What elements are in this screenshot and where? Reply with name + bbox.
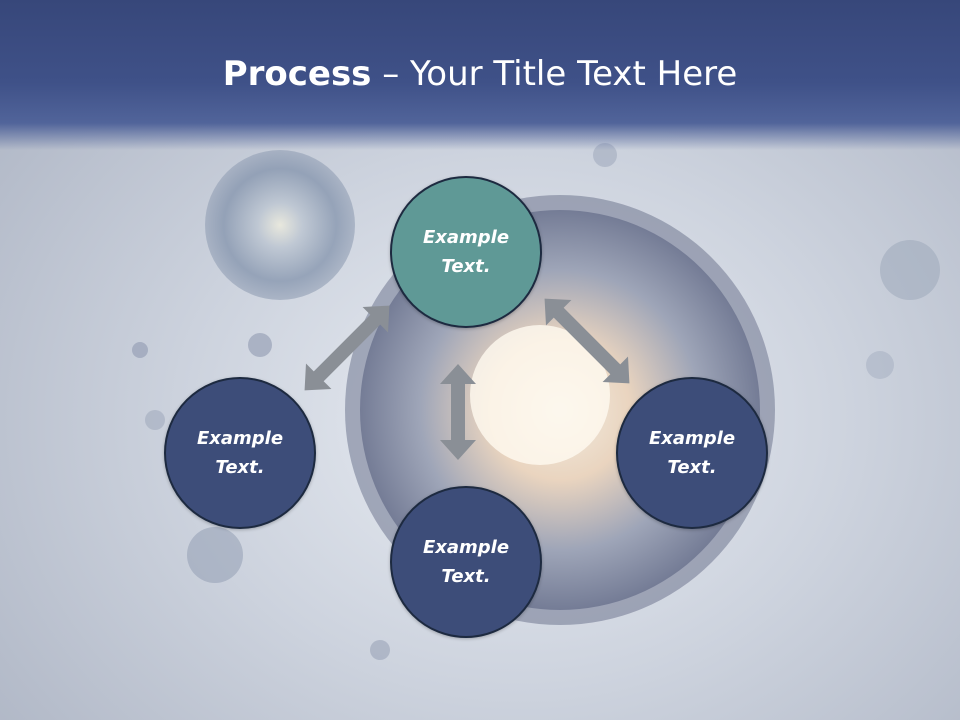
title-bold: Process <box>222 54 372 94</box>
double-arrow-left <box>304 305 390 391</box>
double-arrow-right <box>544 298 630 384</box>
node-left-line1: Example <box>196 428 284 449</box>
node-left-line2: Text. <box>215 457 265 478</box>
double-arrow-center <box>440 364 476 460</box>
node-top-line1: Example <box>422 227 510 248</box>
node-bottom-line2: Text. <box>441 566 491 587</box>
node-bottom-line1: Example <box>422 537 510 558</box>
slide-title: Process – Your Title Text Here <box>0 52 960 96</box>
node-right-line2: Text. <box>667 457 717 478</box>
node-top-line2: Text. <box>441 256 491 277</box>
node-right-line1: Example <box>648 428 736 449</box>
header-band <box>0 0 960 150</box>
title-rest: – Your Title Text Here <box>371 54 738 94</box>
